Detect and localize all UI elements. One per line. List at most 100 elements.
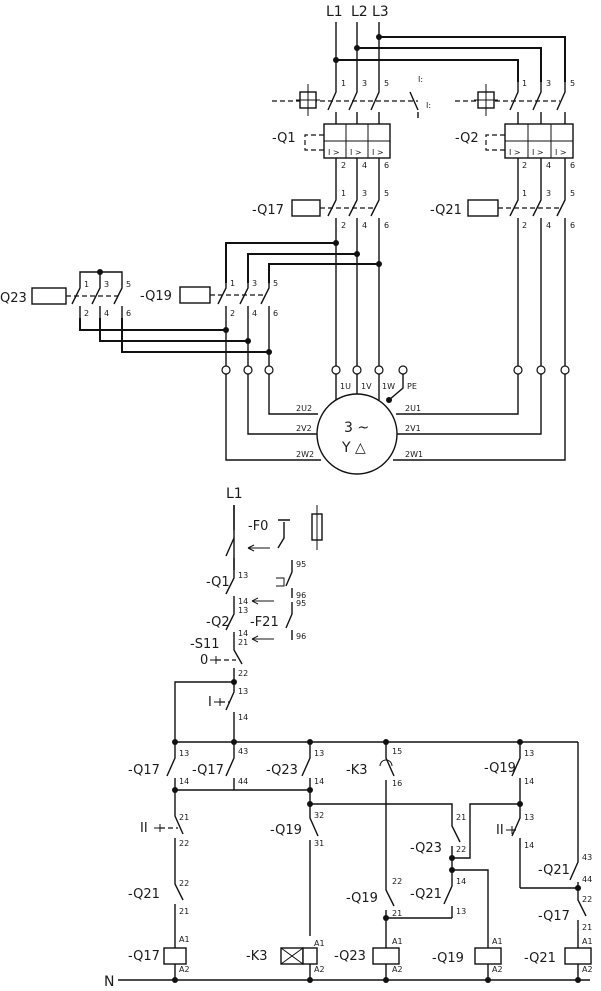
k3-coil-body <box>302 947 318 965</box>
pin-label: 5 <box>126 280 131 289</box>
q21-no-label: -Q21 <box>410 887 442 902</box>
pin-label: 13 <box>179 749 189 758</box>
pin-label: 21 <box>238 638 248 647</box>
pin-label: 32 <box>314 811 324 820</box>
f21-contact <box>285 560 293 598</box>
button-ii-contact <box>174 790 184 870</box>
pin-label: 6 <box>273 309 278 318</box>
pin-label: 31 <box>314 839 324 848</box>
arrow-icon <box>251 597 274 605</box>
q19-aux-label: -Q19 <box>484 761 516 776</box>
wire <box>174 681 234 742</box>
pin-label: 4 <box>252 309 257 318</box>
pin-label: 13 <box>238 571 248 580</box>
f21-trip <box>276 577 285 587</box>
q23-coil-label: -Q23 <box>334 949 366 964</box>
junction-dot <box>386 397 392 403</box>
motor-winding-label: 2W2 <box>296 450 314 459</box>
pin-label: 13 <box>456 907 466 916</box>
feeder-l3-right <box>379 36 566 82</box>
pin-label: 13 <box>314 749 324 758</box>
pushbutton-icon <box>210 656 217 664</box>
wire <box>268 374 318 415</box>
motor-winding-label: 2V2 <box>296 424 312 433</box>
q21-coil <box>467 199 499 217</box>
terminal <box>243 365 253 375</box>
q23-aux-contact <box>301 742 311 790</box>
arrow-icon <box>251 635 274 643</box>
q1-trip-link <box>304 134 324 151</box>
q21-contact-1 <box>509 196 519 228</box>
pe-wire <box>388 374 404 401</box>
pin-label: 6 <box>384 161 389 170</box>
pin-label: 2 <box>522 161 527 170</box>
junction-dot <box>172 977 178 983</box>
pin-label: 6 <box>570 161 575 170</box>
off-button-label: 0 <box>200 653 208 668</box>
q19-power-label: -Q19 <box>140 289 172 304</box>
pin-label: 1 <box>522 79 527 88</box>
pin-label: A1 <box>314 939 325 948</box>
pin-label: 2 <box>341 161 346 170</box>
pin-label: 95 <box>296 599 306 608</box>
q17-coil-label: -Q17 <box>128 949 160 964</box>
pin-label: 3 <box>546 79 551 88</box>
pin-label: 14 <box>179 777 189 786</box>
wire <box>397 374 542 435</box>
pin-label: 44 <box>238 777 248 786</box>
pin-label: 22 <box>238 669 248 678</box>
q17-nc-contact <box>577 888 587 948</box>
motor-winding-label: 2U1 <box>405 404 421 413</box>
pin-label: A1 <box>179 935 190 944</box>
motor-label: 3 ~ <box>344 420 369 436</box>
button-ii-right-label: II <box>496 823 504 838</box>
q21-self-hold-contact <box>569 852 579 888</box>
q19-contact-2 <box>239 283 249 318</box>
button-ii-label: II <box>140 821 148 836</box>
q17-control-coil <box>163 947 187 965</box>
pin-label: 13 <box>524 749 534 758</box>
pin-label: 13 <box>238 687 248 696</box>
pin-label: 13 <box>238 606 248 615</box>
motor-terminal-label: 1V <box>361 382 372 391</box>
q17-aux2-contact <box>225 742 235 790</box>
pin-label: 2 <box>522 221 527 230</box>
q1-contact-1 <box>327 82 337 124</box>
q21-no-contact <box>443 870 453 918</box>
q1-contact-3 <box>370 82 380 124</box>
pin-label: 6 <box>126 309 131 318</box>
q23-wire <box>121 318 269 353</box>
q17-nc-label: -Q17 <box>538 909 570 924</box>
arrow-icon <box>247 544 270 552</box>
wire <box>452 803 520 859</box>
pin-label: 5 <box>384 79 389 88</box>
q2-contact-1 <box>509 82 519 124</box>
pin-label: 21 <box>456 813 466 822</box>
q19-coil-label: -Q19 <box>432 951 464 966</box>
motor-terminal-label: PE <box>407 382 417 391</box>
pin-label: 4 <box>546 221 551 230</box>
pin-label: A1 <box>582 937 593 946</box>
pin-label: 43 <box>582 853 592 862</box>
feeder-l2-right <box>357 47 542 82</box>
q19-interlock-label: -Q19 <box>270 823 302 838</box>
aux-label: I: <box>418 75 423 84</box>
pin-label: 1 <box>522 189 527 198</box>
q23-contact-1 <box>71 282 81 318</box>
pushbutton-icon <box>154 824 161 832</box>
f0-aux-contact <box>277 519 290 549</box>
pin-label: 6 <box>570 221 575 230</box>
k3-coil-label: -K3 <box>246 949 268 964</box>
pushbutton-icon <box>214 698 221 706</box>
q2-aux-contact <box>225 606 235 640</box>
pin-label: 2 <box>341 221 346 230</box>
f0-label: -F0 <box>248 519 268 534</box>
q19-contact-3 <box>260 283 270 318</box>
pin-label: 3 <box>362 189 367 198</box>
q17-contact-2 <box>348 196 358 228</box>
pin-label: 3 <box>252 279 257 288</box>
pin-label: 22 <box>179 839 189 848</box>
pin-label: 5 <box>384 189 389 198</box>
terminal <box>398 365 408 375</box>
